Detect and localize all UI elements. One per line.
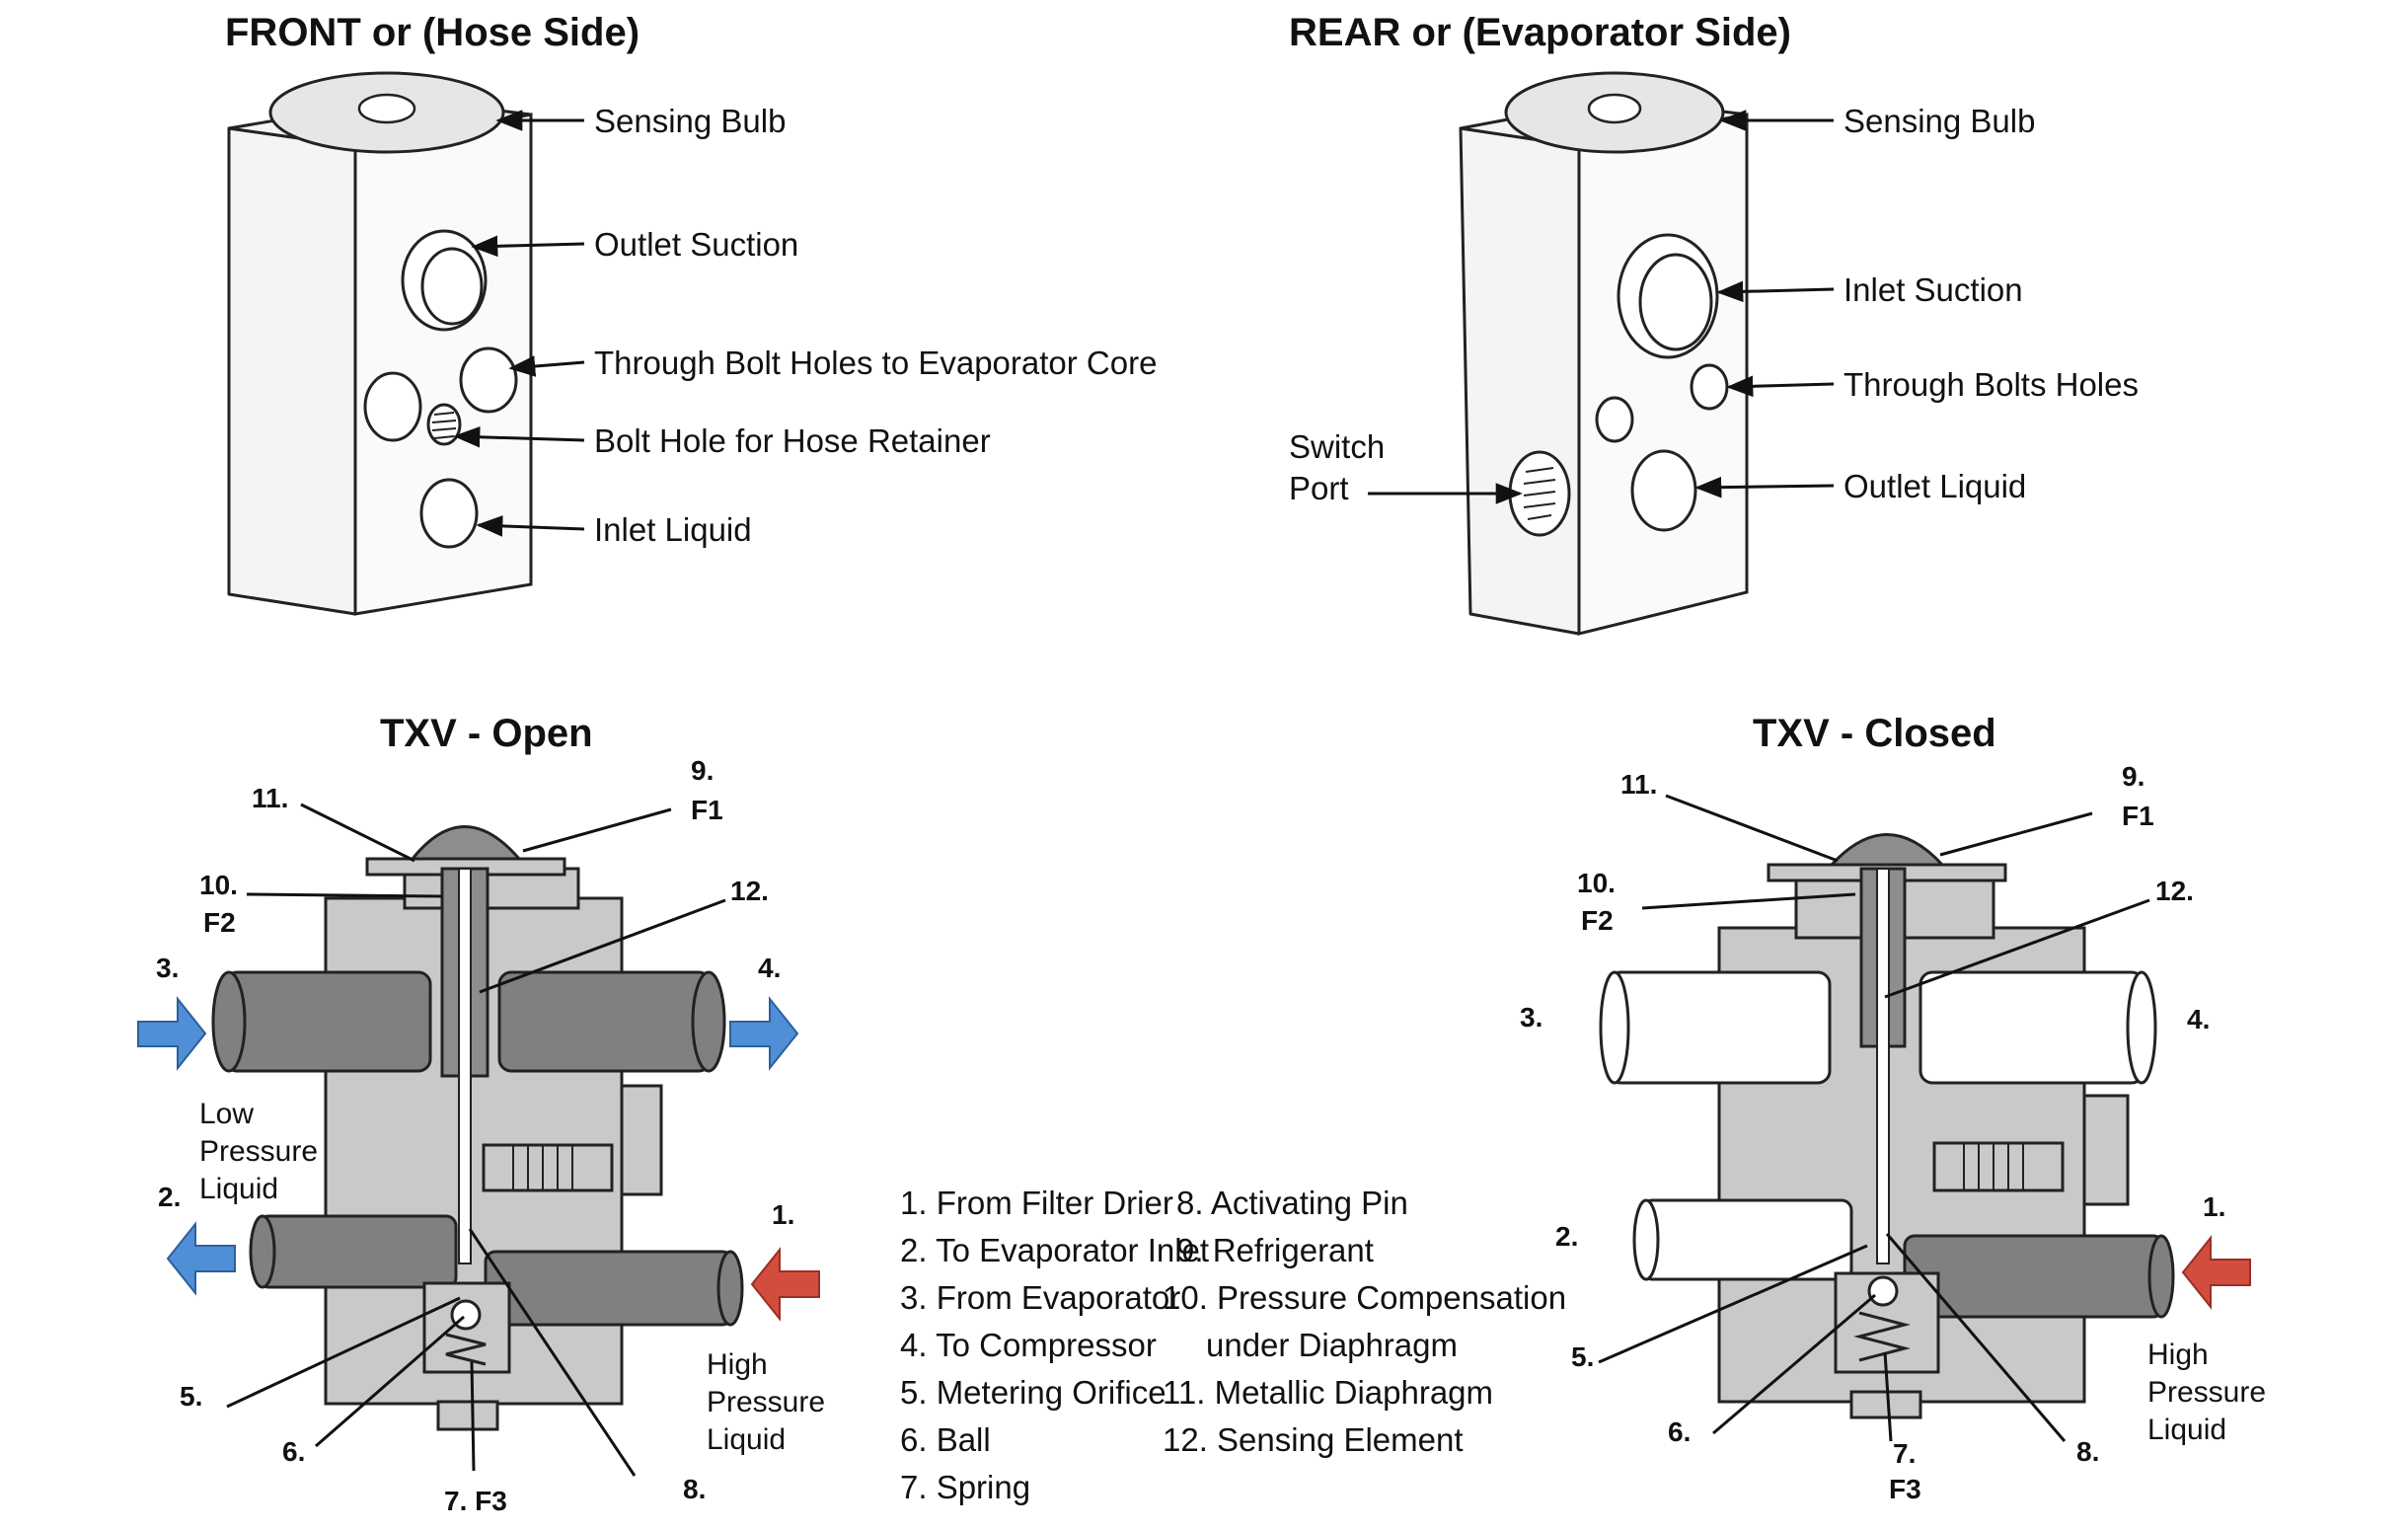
pipe-to-compressor: [1919, 970, 2145, 1085]
label-inlet-suction: Inlet Suction: [1844, 271, 2023, 308]
front-view: FRONT or (Hose Side) Sensing Bulb Outlet…: [225, 11, 1157, 616]
label-9: 9.: [691, 755, 714, 786]
through-bolt-hole-right: [459, 346, 518, 414]
pipe-to-compressor: [497, 970, 713, 1073]
label-f2: F2: [203, 907, 236, 938]
low-pressure-2: Pressure: [199, 1135, 318, 1168]
flow-arrow-in-blue: [137, 996, 207, 1071]
label-1: 1.: [2203, 1191, 2225, 1222]
txv-closed-diagram: TXV - Closed: [1520, 712, 2266, 1504]
high-pressure-3: Liquid: [2147, 1414, 2226, 1446]
label-11: 11.: [1620, 769, 1657, 800]
txv-closed-title: TXV - Closed: [1753, 712, 1996, 755]
rear-title: REAR or (Evaporator Side): [1289, 11, 1791, 54]
pipe-to-evaporator-inlet: [257, 1214, 458, 1289]
ball-icon: [1867, 1275, 1899, 1307]
label-4: 4.: [758, 953, 781, 983]
legend-item-10: 10. Pressure Compensation: [1163, 1279, 1566, 1316]
rear-view: REAR or (Evaporator Side) Sensing Bulb I…: [1289, 11, 2139, 636]
front-block-left-face: [227, 126, 357, 616]
label-inlet-liquid: Inlet Liquid: [594, 511, 752, 548]
legend-item-3: 3. From Evaporator: [900, 1279, 1180, 1316]
label-10: 10.: [199, 870, 238, 900]
label-8: 8.: [683, 1474, 706, 1504]
label-3: 3.: [156, 953, 179, 983]
legend-item-5: 5. Metering Orifice: [900, 1374, 1166, 1411]
legend-item-1: 1. From Filter Drier: [900, 1185, 1173, 1221]
label-outlet-liquid: Outlet Liquid: [1844, 468, 2026, 504]
label-6: 6.: [1668, 1416, 1691, 1447]
label-10: 10.: [1577, 868, 1616, 898]
rear-block-left-face: [1459, 126, 1581, 636]
legend-item-4: 4. To Compressor: [900, 1327, 1157, 1363]
label-7: 7.: [1893, 1438, 1916, 1469]
spring-icon: [445, 1333, 487, 1366]
label-3: 3.: [1520, 1002, 1543, 1033]
diaphragm-dome: [1828, 833, 1946, 867]
label-through-bolts-holes: Through Bolts Holes: [1844, 366, 2139, 403]
high-pressure-2: Pressure: [707, 1386, 825, 1418]
pipe-from-filter-drier: [1903, 1234, 2165, 1319]
flow-arrow-low-pressure: [166, 1221, 236, 1296]
high-pressure-2: Pressure: [2147, 1376, 2266, 1409]
flow-arrow-high-pressure: [2181, 1235, 2251, 1310]
legend-item-8: 8. Activating Pin: [1176, 1185, 1408, 1221]
label-5: 5.: [180, 1381, 202, 1412]
pipe-from-evaporator: [1607, 970, 1832, 1085]
high-pressure-1: High: [2147, 1339, 2209, 1371]
high-pressure-3: Liquid: [707, 1423, 786, 1456]
label-12: 12.: [730, 876, 769, 906]
txv-open-diagram: TXV - Open: [137, 712, 825, 1516]
pipe-from-evaporator: [223, 970, 432, 1073]
label-2: 2.: [158, 1182, 181, 1212]
label-f1: F1: [691, 795, 723, 825]
label-port: Port: [1289, 470, 1349, 506]
legend-item-10-cont: under Diaphragm: [1206, 1327, 1458, 1363]
label-f2: F2: [1581, 905, 1614, 936]
pipe-from-filter-drier: [484, 1250, 734, 1327]
label-11: 11.: [252, 783, 288, 813]
through-bolt-hole-left: [1595, 396, 1634, 443]
txv-open-title: TXV - Open: [380, 712, 593, 755]
legend-item-7: 7. Spring: [900, 1469, 1030, 1505]
label-8: 8.: [2076, 1436, 2099, 1467]
label-hose-retainer: Bolt Hole for Hose Retainer: [594, 422, 991, 459]
activating-pin: [458, 868, 472, 1264]
label-6: 6.: [282, 1436, 305, 1467]
legend-item-12: 12. Sensing Element: [1163, 1421, 1464, 1458]
label-9: 9.: [2122, 761, 2145, 792]
diaphragm-dome: [409, 825, 523, 861]
through-bolt-hole-right: [1690, 363, 1729, 411]
label-f3: F3: [1889, 1474, 1921, 1504]
label-5: 5.: [1571, 1341, 1594, 1372]
flow-arrow-out-blue: [729, 996, 799, 1071]
label-1: 1.: [772, 1199, 794, 1230]
activating-pin: [1876, 868, 1890, 1264]
label-through-bolt-holes: Through Bolt Holes to Evaporator Core: [594, 344, 1157, 381]
label-switch: Switch: [1289, 428, 1385, 465]
spring-icon: [1853, 1311, 1911, 1362]
front-title: FRONT or (Hose Side): [225, 11, 640, 54]
low-pressure-3: Liquid: [199, 1173, 278, 1205]
through-bolt-hole-left: [363, 371, 422, 442]
legend: 1. From Filter Drier 2. To Evaporator In…: [900, 1185, 1566, 1505]
outlet-liquid-hole: [1630, 449, 1697, 532]
label-2: 2.: [1555, 1221, 1578, 1252]
legend-item-9: 9. Refrigerant: [1176, 1232, 1374, 1268]
label-4: 4.: [2187, 1004, 2210, 1034]
legend-item-2: 2. To Evaporator Inlet: [900, 1232, 1209, 1268]
inlet-liquid-hole: [419, 478, 479, 549]
label-sensing-bulb: Sensing Bulb: [1844, 103, 2035, 139]
flow-arrow-high-pressure: [750, 1247, 820, 1322]
legend-item-11: 11. Metallic Diaphragm: [1163, 1374, 1493, 1411]
label-f1: F1: [2122, 801, 2154, 831]
low-pressure-1: Low: [199, 1098, 254, 1130]
label-7-f3: 7. F3: [444, 1486, 507, 1516]
label-sensing-bulb: Sensing Bulb: [594, 103, 786, 139]
high-pressure-1: High: [707, 1348, 768, 1381]
label-12: 12.: [2155, 876, 2194, 906]
legend-item-6: 6. Ball: [900, 1421, 991, 1458]
label-outlet-suction: Outlet Suction: [594, 226, 798, 263]
